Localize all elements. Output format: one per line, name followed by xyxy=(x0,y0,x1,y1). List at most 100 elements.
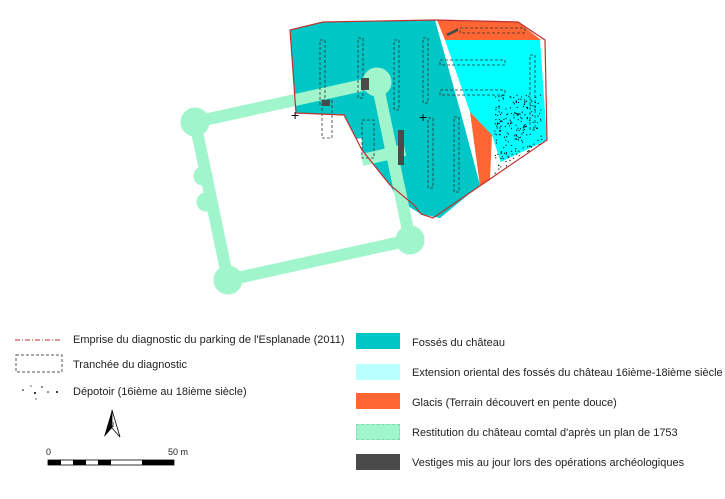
dump-dot xyxy=(533,143,535,145)
dump-dot xyxy=(494,123,496,125)
dump-dot xyxy=(520,120,522,123)
dump-dot xyxy=(523,125,525,127)
dump-dot xyxy=(495,142,498,144)
dump-dot xyxy=(510,112,513,115)
dump-dot xyxy=(502,98,505,100)
dump-dot xyxy=(537,115,539,117)
dump-dot xyxy=(539,118,542,120)
dump-dot xyxy=(523,126,525,128)
dump-dot xyxy=(498,122,500,124)
dump-dot xyxy=(500,166,502,168)
dump-dot xyxy=(498,105,500,108)
dump-dot xyxy=(505,153,507,155)
dump-dot xyxy=(505,160,507,163)
dump-dot xyxy=(524,102,526,104)
dump-dot xyxy=(531,101,533,103)
dump-dot xyxy=(520,98,522,100)
cross-mark: + xyxy=(419,109,427,125)
dump-dot xyxy=(537,121,539,124)
dump-dot xyxy=(516,153,518,155)
scale-start: 0 xyxy=(46,447,52,457)
dump-dot xyxy=(505,108,507,110)
dump-dot xyxy=(516,94,518,96)
vestiges xyxy=(322,28,458,165)
dump-dot xyxy=(500,157,502,160)
emprise-outline xyxy=(289,19,548,219)
dump-dot xyxy=(530,111,533,113)
dump-dot xyxy=(531,114,534,117)
legend-extension-label: Extension oriental des fossés du château… xyxy=(412,367,723,379)
dump-dot xyxy=(524,114,526,116)
dump-dot xyxy=(510,127,513,129)
dump-dot xyxy=(516,129,518,131)
dump-dot xyxy=(537,102,539,104)
dump-dot xyxy=(518,129,520,132)
dump-dot xyxy=(503,147,505,149)
dump-dot xyxy=(495,157,497,159)
dump-dot xyxy=(525,125,527,127)
dump-dot xyxy=(540,120,542,122)
dump-dot xyxy=(513,96,515,99)
dump-dot xyxy=(526,134,528,136)
dump-dot xyxy=(504,125,506,128)
dump-dot xyxy=(534,108,536,110)
dump-dot xyxy=(500,151,502,153)
dump-dot xyxy=(541,138,543,140)
dump-dot xyxy=(521,118,523,120)
dump-dot xyxy=(522,147,524,149)
dump-dot xyxy=(505,139,507,141)
dump-dot xyxy=(506,136,508,138)
dump-dot xyxy=(512,101,514,103)
dump-dot xyxy=(513,103,515,105)
glacis-area xyxy=(437,20,541,40)
dump-dot xyxy=(526,118,528,120)
dump-dot xyxy=(517,127,519,129)
scale-bar xyxy=(47,459,175,466)
dump-dot xyxy=(495,106,497,108)
dump-dot xyxy=(495,134,497,136)
dump-dot xyxy=(510,150,513,152)
dump-dot xyxy=(536,127,539,129)
dump-dot xyxy=(505,165,508,167)
dump-dot xyxy=(507,133,510,135)
dump-dot xyxy=(536,127,538,129)
dump-dot xyxy=(524,124,526,126)
dump-dot xyxy=(516,113,519,115)
dump-dot xyxy=(525,95,528,97)
dump-dot xyxy=(532,105,534,107)
dump-dot xyxy=(521,111,523,113)
site-map: + + xyxy=(180,19,548,295)
trenches xyxy=(319,27,536,193)
dump-dot xyxy=(494,154,497,157)
dump-dot xyxy=(500,129,502,132)
dump-dot xyxy=(498,164,500,167)
dump-dot xyxy=(506,113,508,116)
legend-depotoir-label: Dépotoir (16ième au 18ième siècle) xyxy=(73,386,247,398)
dump-dot xyxy=(515,124,517,126)
dump-dot xyxy=(505,152,508,154)
dump-dot xyxy=(513,135,515,137)
dump-dot xyxy=(504,152,506,154)
dump-dot xyxy=(528,145,531,147)
dump-dot xyxy=(500,120,502,122)
dump-dot xyxy=(522,105,525,108)
dump-dot xyxy=(530,99,532,101)
dump-dot xyxy=(528,95,530,97)
dump-dot xyxy=(500,125,502,127)
dump-dot xyxy=(502,94,504,96)
dump-dot xyxy=(496,123,499,126)
dump-dot xyxy=(517,101,520,104)
dump-dot xyxy=(498,99,500,102)
dump-dot xyxy=(537,139,539,142)
dump-dot xyxy=(502,97,504,99)
dump-dot xyxy=(534,101,536,104)
trench-symbol xyxy=(15,354,63,373)
dump-dot xyxy=(516,135,518,137)
dump-dot xyxy=(532,121,534,123)
dump-dot xyxy=(515,148,517,150)
dump-dot xyxy=(518,113,520,115)
dump-dot xyxy=(517,139,520,141)
dump-dot xyxy=(498,118,500,121)
dump-dot xyxy=(507,122,509,124)
